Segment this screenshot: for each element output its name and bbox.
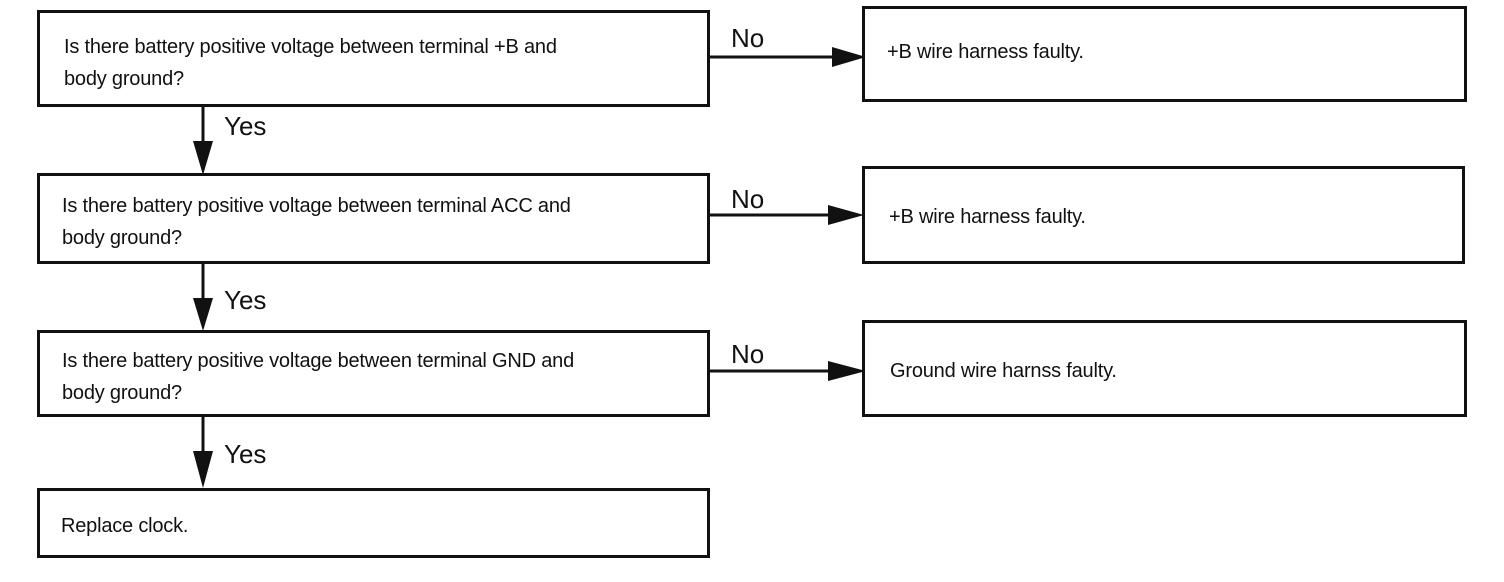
yes-arrowhead-1	[193, 141, 213, 175]
yes-arrowhead-2	[193, 298, 213, 331]
no-arrowhead-1	[832, 47, 866, 67]
yes-label-3: Yes	[224, 439, 267, 469]
yes-arrowhead-3	[193, 451, 213, 488]
final-action-box: Replace clock.	[37, 488, 710, 558]
fault-3-text: Ground wire harnss faulty.	[890, 360, 1117, 382]
no-arrowhead-3	[828, 361, 866, 381]
question-1-line-1: Is there battery positive voltage betwee…	[64, 36, 557, 58]
final-action-text: Replace clock.	[61, 515, 189, 537]
no-label-2: No	[731, 184, 765, 214]
fault-box-2: +B wire harness faulty.	[862, 166, 1465, 264]
fault-box-3: Ground wire harnss faulty.	[862, 320, 1467, 417]
question-box-3: Is there battery positive voltage betwee…	[37, 330, 710, 417]
question-1-line-2: body ground?	[64, 68, 184, 90]
no-label-3: No	[731, 339, 765, 369]
question-box-1: Is there battery positive voltage betwee…	[37, 10, 710, 107]
question-3-line-2: body ground?	[62, 382, 182, 404]
fault-1-text: +B wire harness faulty.	[887, 41, 1084, 63]
yes-label-2: Yes	[224, 285, 267, 315]
question-box-2: Is there battery positive voltage betwee…	[37, 173, 710, 264]
question-3-line-1: Is there battery positive voltage betwee…	[62, 350, 575, 372]
fault-box-1: +B wire harness faulty.	[862, 6, 1467, 102]
fault-2-text: +B wire harness faulty.	[889, 206, 1086, 228]
no-label-1: No	[731, 23, 765, 53]
no-arrowhead-2	[828, 205, 864, 225]
question-2-line-2: body ground?	[62, 227, 182, 249]
question-2-line-1: Is there battery positive voltage betwee…	[62, 195, 571, 217]
yes-label-1: Yes	[224, 111, 267, 141]
